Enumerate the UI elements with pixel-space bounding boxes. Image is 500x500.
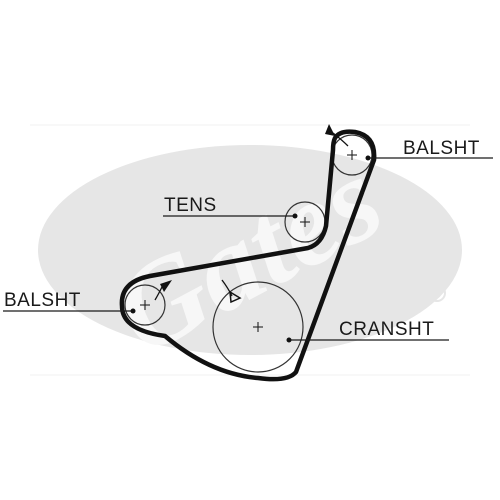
rotation-arc — [332, 132, 349, 147]
callout-balsht-left: BALSHT — [3, 290, 136, 314]
label-crankshaft: CRANSHT — [339, 319, 434, 340]
registered-mark: ® — [433, 289, 441, 301]
rotation-arrow-icon — [325, 124, 335, 136]
leader-dot — [365, 155, 371, 161]
label-balance-shaft-left: BALSHT — [4, 290, 81, 311]
pulley-balance-shaft-left — [124, 280, 172, 326]
leader-dot — [292, 213, 298, 219]
callout-balsht-top: BALSHT — [365, 138, 493, 161]
logo-ellipse — [38, 145, 462, 355]
registered-mark-circle — [428, 284, 446, 302]
leader-dot — [286, 337, 292, 343]
label-balance-shaft-top: BALSHT — [403, 138, 480, 159]
label-tensioner: TENS — [164, 195, 217, 216]
rotation-arrow-icon — [229, 290, 242, 304]
pulley-crankshaft — [212, 279, 304, 373]
rotation-arrow-icon — [160, 280, 172, 292]
pulley-circle — [212, 281, 304, 373]
leader-dot — [130, 308, 136, 314]
callout-cranksht: CRANSHT — [286, 319, 449, 343]
gates-logo-watermark: Gates ® — [30, 124, 470, 380]
rotation-arc — [221, 279, 233, 297]
pulley-circle — [124, 284, 166, 326]
callout-tens: TENS — [163, 195, 298, 219]
rotation-arc — [154, 286, 163, 301]
timing-belt — [119, 129, 377, 382]
